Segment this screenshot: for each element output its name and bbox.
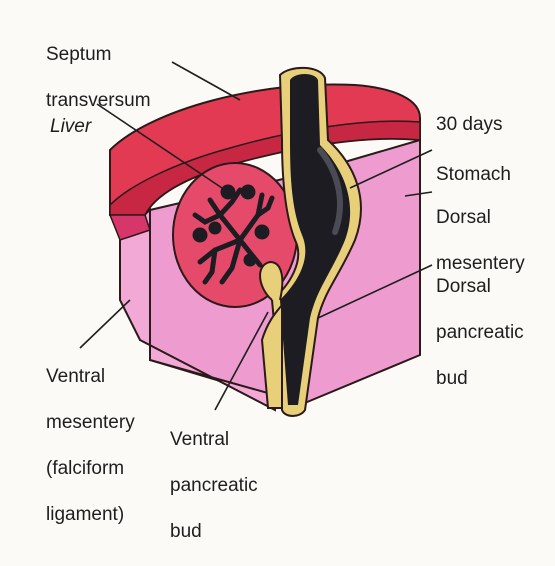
leader-stomach: [349, 149, 433, 189]
gut-highlight: [317, 147, 343, 235]
septum-left-face: [108, 214, 151, 241]
embryo-illustration: [79, 61, 433, 417]
label-liver-text: Liver: [50, 116, 92, 137]
label-age: 30 days: [436, 90, 503, 159]
label-vpb-line2: pancreatic: [170, 475, 258, 496]
leader-liver: [96, 103, 223, 189]
diagram-stage: Septum transversum Liver 30 days Stomach…: [46, 20, 525, 542]
label-septum-line1: Septum: [46, 44, 112, 65]
label-dpb-line1: Dorsal: [436, 276, 491, 297]
label-septum-transversum: Septum transversum: [46, 20, 151, 135]
label-ventral-mesentery: Ventral mesentery (falciform ligament): [46, 342, 135, 549]
label-vm-line4: ligament): [46, 504, 125, 525]
label-stomach: Stomach: [436, 140, 511, 209]
label-dpb-line3: bud: [436, 368, 468, 389]
leader-dorsal-mesentery: [404, 191, 433, 197]
label-dorsal-pancreatic-bud: Dorsal pancreatic bud: [436, 252, 524, 413]
ventral-gut-segment: [260, 302, 283, 409]
ventral-pancreatic-bud-shape: [259, 260, 284, 301]
label-vm-line1: Ventral: [46, 366, 106, 387]
gut-lumen: [280, 74, 351, 405]
label-stomach-text: Stomach: [436, 164, 511, 185]
label-dorsal-mesentery-line2: mesentery: [436, 253, 525, 274]
liver-cords: [192, 184, 275, 285]
label-septum-line2: transversum: [46, 90, 151, 111]
label-vm-line2: mesentery: [46, 412, 135, 433]
label-vpb-line3: bud: [170, 521, 202, 542]
label-dpb-line2: pancreatic: [436, 322, 524, 343]
label-dorsal-mesentery: Dorsal mesentery: [436, 183, 525, 298]
leader-lines: [79, 61, 433, 411]
label-vpb-line1: Ventral: [170, 429, 230, 450]
leader-dorsal-pancreatic-bud: [317, 264, 433, 319]
label-ventral-pancreatic-bud: Ventral pancreatic bud: [170, 405, 258, 566]
leader-ventral-pancreatic-bud: [214, 311, 269, 411]
leader-ventral-mesentery: [79, 299, 131, 349]
leader-septum: [171, 61, 241, 101]
label-dorsal-mesentery-line1: Dorsal: [436, 207, 491, 228]
label-vm-line3: (falciform: [46, 458, 125, 479]
label-liver: Liver: [50, 92, 91, 161]
label-age-text: 30 days: [436, 114, 503, 135]
